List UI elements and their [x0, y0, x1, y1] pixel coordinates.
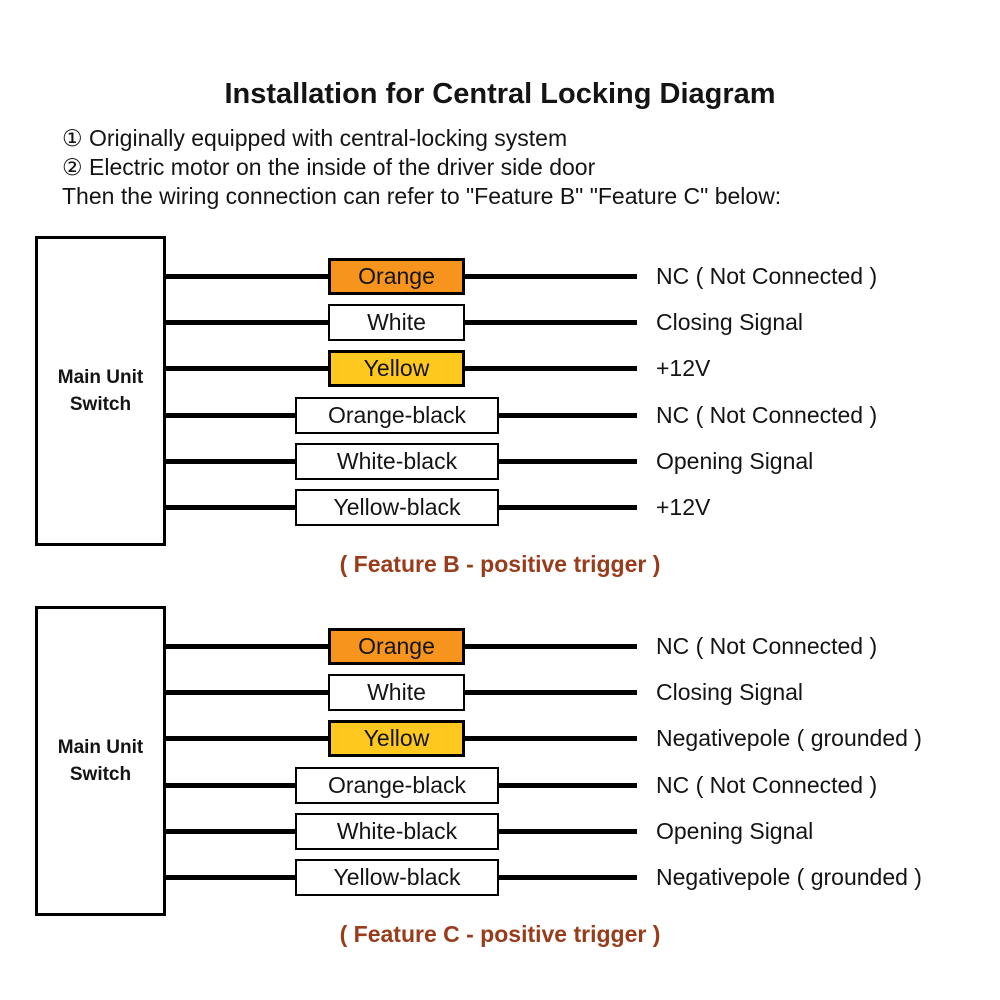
signal-label: Negativepole ( grounded )	[656, 864, 922, 890]
signal-label: NC ( Not Connected )	[656, 772, 878, 798]
wire-segment	[465, 320, 637, 325]
signal-label: +12V	[656, 355, 711, 381]
wire-segment	[499, 875, 637, 880]
wire-color-box: Yellow-black	[295, 859, 499, 896]
feature-c-diagram: Main Unit Switch Orange NC ( Not Connect…	[0, 606, 1000, 966]
instruction-line-2: ② Electric motor on the inside of the dr…	[62, 154, 596, 180]
wire-color-label: Orange-black	[327, 402, 467, 428]
signal-label: Closing Signal	[656, 309, 804, 335]
wire-segment	[166, 320, 328, 325]
signal-label: Closing Signal	[656, 679, 804, 705]
signal-label: Opening Signal	[656, 818, 814, 844]
wire-color-box: Yellow-black	[295, 489, 499, 526]
signal-label: NC ( Not Connected )	[656, 402, 878, 428]
wire-segment	[465, 644, 637, 649]
wire-segment	[166, 644, 328, 649]
wire-segment	[499, 413, 637, 418]
wire-segment	[166, 505, 295, 510]
wire-color-label: Yellow-black	[333, 864, 461, 890]
unit-label-line2: Switch	[69, 394, 132, 415]
signal-label: Opening Signal	[656, 448, 814, 474]
wire-segment	[465, 366, 637, 371]
instruction-line-3: Then the wiring connection can refer to …	[62, 183, 782, 209]
wire-segment	[166, 459, 295, 464]
wire-color-box: Orange	[328, 258, 465, 295]
wire-color-box: Orange	[328, 628, 465, 665]
wire-segment	[166, 736, 328, 741]
signal-label: NC ( Not Connected )	[656, 263, 878, 289]
wire-color-label: White-black	[336, 818, 458, 844]
wire-color-label: White	[367, 309, 426, 335]
wire-segment	[465, 274, 637, 279]
wire-segment	[166, 690, 328, 695]
wire-color-label: Orange	[358, 263, 435, 289]
wire-color-label: Yellow	[363, 725, 430, 751]
wire-color-box: White-black	[295, 813, 499, 850]
feature-b-diagram: Main Unit Switch Orange NC ( Not Connect…	[0, 236, 1000, 596]
wire-color-box: White-black	[295, 443, 499, 480]
wire-segment	[166, 274, 328, 279]
wire-color-box: White	[328, 674, 465, 711]
wire-color-label: Orange	[358, 633, 435, 659]
wire-segment	[166, 829, 295, 834]
feature-b-caption: ( Feature B - positive trigger )	[339, 551, 661, 577]
wire-segment	[166, 366, 328, 371]
wire-color-box: White	[328, 304, 465, 341]
wire-segment	[465, 690, 637, 695]
wire-color-box: Orange-black	[295, 397, 499, 434]
wire-segment	[166, 875, 295, 880]
unit-label-line1: Main Unit	[57, 367, 144, 388]
wire-segment	[499, 459, 637, 464]
instruction-list: ① Originally equipped with central-locki…	[62, 124, 781, 211]
signal-label: NC ( Not Connected )	[656, 633, 878, 659]
wire-color-label: Yellow-black	[333, 494, 461, 520]
wire-color-box: Orange-black	[295, 767, 499, 804]
wire-segment	[499, 783, 637, 788]
signal-label: +12V	[656, 494, 711, 520]
main-unit-switch-box: Main Unit Switch	[35, 236, 166, 546]
wire-color-label: Yellow	[363, 355, 430, 381]
main-unit-switch-box: Main Unit Switch	[35, 606, 166, 916]
instruction-line-1: ① Originally equipped with central-locki…	[62, 125, 568, 151]
wire-color-box: Yellow	[328, 720, 465, 757]
feature-c-caption: ( Feature C - positive trigger )	[339, 921, 661, 947]
wire-segment	[499, 829, 637, 834]
wire-segment	[166, 783, 295, 788]
wire-color-box: Yellow	[328, 350, 465, 387]
wire-color-label: White-black	[336, 448, 458, 474]
unit-label-line2: Switch	[69, 764, 132, 785]
wire-segment	[499, 505, 637, 510]
wire-color-label: Orange-black	[327, 772, 467, 798]
page-title: Installation for Central Locking Diagram	[224, 78, 776, 110]
wire-segment	[166, 413, 295, 418]
wire-color-label: White	[367, 679, 426, 705]
unit-label-line1: Main Unit	[57, 737, 144, 758]
wire-segment	[465, 736, 637, 741]
signal-label: Negativepole ( grounded )	[656, 725, 922, 751]
